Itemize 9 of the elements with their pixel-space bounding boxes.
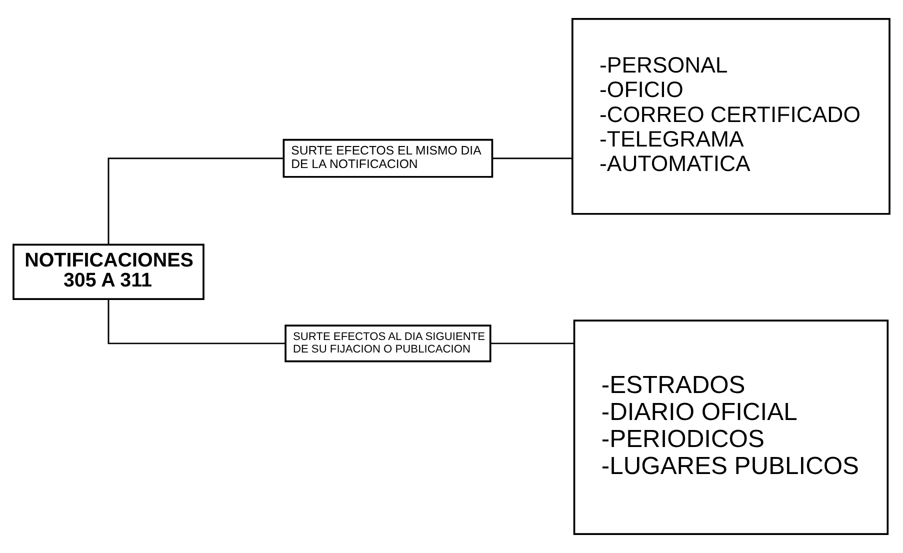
node-box: -PERSONAL -OFICIO -CORREO CERTIFICADO -TELEGRAMA -AUTOMATICA xyxy=(572,18,890,215)
connector xyxy=(108,299,286,344)
node-box: -ESTRADOS -DIARIO OFICIAL -PERIODICOS -LUGARES PUBLICOS xyxy=(573,320,889,535)
connector xyxy=(492,158,572,160)
node-box: SURTE EFECTOS AL DIA SIGUIENTE DE SU FIJACION O PUBLICACION xyxy=(284,324,492,362)
node-box: NOTIFICACIONES 305 A 311 xyxy=(12,244,204,300)
connector xyxy=(490,342,574,344)
node-box: SURTE EFECTOS EL MISMO DIA DE LA NOTIFICACION xyxy=(282,138,494,178)
connector xyxy=(108,158,284,244)
